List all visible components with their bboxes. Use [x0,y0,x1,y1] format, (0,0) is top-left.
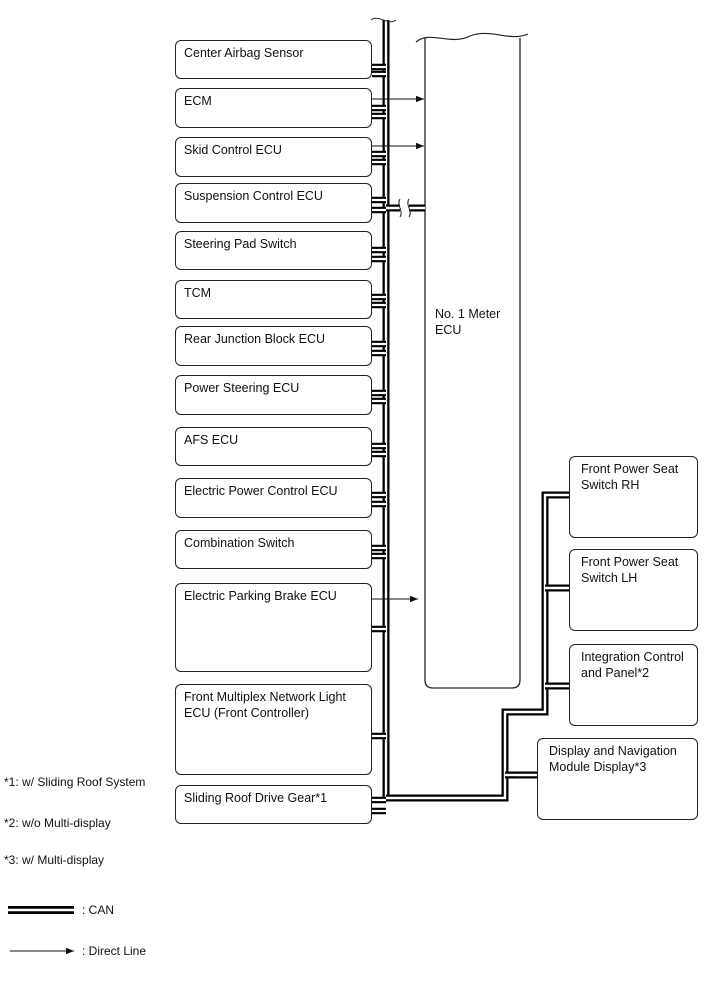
legend-can-label: : CAN [82,903,115,917]
legend-direct-label: : Direct Line [82,944,147,958]
ecu-steering-pad-switch: Steering Pad Switch [175,231,372,270]
ecu-label: Integration Control and Panel*2 [581,650,684,680]
ecu-label: Sliding Roof Drive Gear*1 [184,791,328,805]
ecu-sliding-roof-drive-gear: Sliding Roof Drive Gear*1 [175,785,372,824]
ecu-label: Electric Power Control ECU [184,484,338,498]
ecu-ecm: ECM [175,88,372,128]
ecu-afs: AFS ECU [175,427,372,466]
ecu-rear-junction-block: Rear Junction Block ECU [175,326,372,366]
ecu-skid-control: Skid Control ECU [175,137,372,177]
ecu-label: Suspension Control ECU [184,189,323,203]
ecu-label: Center Airbag Sensor [184,46,304,60]
ecu-label: Skid Control ECU [184,143,282,157]
ecu-label: Electric Parking Brake ECU [184,589,337,603]
ecu-front-power-seat-switch-rh: Front Power Seat Switch RH [569,456,698,538]
ecu-electric-power-control: Electric Power Control ECU [175,478,372,518]
ecu-label: TCM [184,286,212,300]
ecu-front-multiplex-network-light: Front Multiplex Network Light ECU (Front… [175,684,372,775]
direct-lines [372,95,424,603]
ecu-combination-switch: Combination Switch [175,530,372,569]
ecu-display-navigation-module: Display and Navigation Module Display*3 [537,738,698,820]
can-right-taps [505,584,569,779]
footnote-1: *1: w/ Sliding Roof System [4,775,146,789]
ecu-label: Steering Pad Switch [184,237,297,251]
ecu-label: Front Power Seat Switch RH [581,462,679,492]
meter-ecu-outline [415,32,529,689]
ecu-label: AFS ECU [184,433,239,447]
ecu-integration-control-panel: Integration Control and Panel*2 [569,644,698,726]
ecu-electric-parking-brake: Electric Parking Brake ECU [175,583,372,672]
ecu-label: Front Multiplex Network Light ECU (Front… [184,690,346,720]
ecu-center-airbag-sensor: Center Airbag Sensor [175,40,372,79]
footnote-2: *2: w/o Multi-display [4,816,111,830]
ecu-label: Combination Switch [184,536,295,550]
can-taps [372,63,386,815]
ecu-label: ECM [184,94,212,108]
ecu-power-steering: Power Steering ECU [175,375,372,415]
ecu-label: Front Power Seat Switch LH [581,555,679,585]
ecu-suspension-control: Suspension Control ECU [175,183,372,223]
ecu-front-power-seat-switch-lh: Front Power Seat Switch LH [569,549,698,631]
can-bottom-link [386,491,569,802]
footnote-3: *3: w/ Multi-display [4,853,105,867]
can-main-trunk [370,17,397,798]
ecu-label: Power Steering ECU [184,381,300,395]
ecu-tcm: TCM [175,280,372,319]
can-meter-branch [386,198,425,218]
meter-ecu-label: No. 1 Meter ECU [435,307,501,337]
ecu-label: Rear Junction Block ECU [184,332,326,346]
ecu-label: Display and Navigation Module Display*3 [549,744,677,774]
